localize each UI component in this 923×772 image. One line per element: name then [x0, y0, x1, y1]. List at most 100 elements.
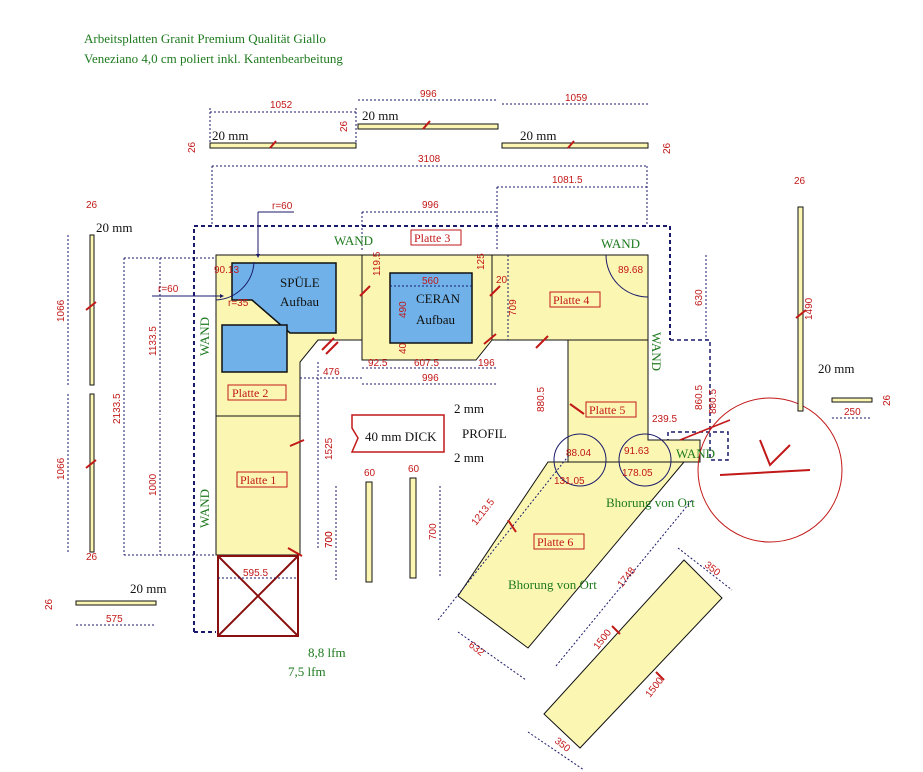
angle-91-63: 91.63 — [624, 446, 649, 457]
dim-607-5: 607.5 — [414, 358, 439, 369]
wall-top-right: WAND — [601, 236, 640, 251]
room-outline — [193, 225, 671, 632]
radius-35: r=35 — [228, 298, 249, 309]
header-line-1: Arbeitsplatten Granit Premium Qualität G… — [84, 31, 326, 46]
dim-1525: 1525 — [324, 437, 335, 460]
strip-bottom: 20 mm 575 26 — [44, 581, 166, 626]
strip-mid-2-top: 60 — [408, 464, 420, 475]
dim-490: 490 — [398, 301, 409, 318]
angle-88-04: 88.04 — [566, 448, 591, 459]
lfm-1: 8,8 lfm — [308, 645, 346, 660]
strip-right-top: 26 — [794, 176, 806, 187]
strip-mid-2: 60 700 — [408, 464, 441, 579]
strip-top-3-height: 26 — [662, 142, 673, 154]
strip-small-len: 250 — [844, 407, 861, 418]
profile-top: 2 mm — [454, 401, 484, 416]
plate-1-label: Platte 1 — [240, 473, 276, 487]
strip-top-1-length: 1052 — [270, 100, 293, 111]
strip-top-2: 996 20 mm 26 — [339, 89, 499, 132]
dim-1213-5: 1213.5 — [470, 497, 498, 528]
strip-top-2-length: 996 — [420, 89, 437, 100]
strip-top-2-label: 20 mm — [362, 108, 398, 123]
dim-996-top: 996 — [422, 200, 439, 211]
radius-60-a: r=60 — [272, 201, 293, 212]
angle-89-68: 89.68 — [618, 265, 643, 276]
wall-right-lower: WAND — [676, 446, 715, 461]
round-table-outline — [697, 397, 843, 543]
sink-cutout: SPÜLE Aufbau — [221, 262, 337, 373]
dim-996-bottom: 996 — [422, 373, 439, 384]
drilling-note-2: Bhorung von Ort — [508, 577, 597, 592]
dim-119-5: 119.5 — [372, 251, 383, 276]
sink-label-1: SPÜLE — [280, 275, 320, 290]
radius-60-b: r=60 — [158, 284, 179, 295]
thickness-label: 40 mm DICK — [365, 429, 437, 444]
sink-label-2: Aufbau — [280, 294, 319, 309]
hob-label-2: Aufbau — [416, 312, 455, 327]
hob-label-1: CERAN — [416, 291, 461, 306]
strip-top-3: 1059 20 mm 26 — [501, 93, 673, 154]
strip-small: 250 26 — [831, 394, 893, 419]
strip-left-vertical: 20 mm 26 26 1066 1066 — [56, 200, 132, 563]
strip-top-3-length: 1059 — [565, 93, 588, 104]
plate-7-shape — [543, 559, 723, 749]
dim-700-left: 700 — [324, 531, 335, 548]
dim-196: 196 — [478, 358, 495, 369]
wall-left-lower: WAND — [197, 489, 212, 528]
plate-3-label: Platte 3 — [414, 231, 450, 245]
dim-595-5: 595.5 — [243, 568, 268, 579]
dim-350-a: 350 — [702, 560, 722, 579]
strip-top-1-height: 26 — [187, 141, 198, 153]
dim-632: 632 — [466, 640, 486, 659]
dim-1081-5: 1081.5 — [552, 175, 583, 186]
joint-marks — [287, 285, 665, 681]
dim-2133-5: 2133.5 — [112, 393, 123, 424]
strip-mid-1: 60 700 — [324, 468, 376, 583]
strip-bottom-label: 20 mm — [130, 581, 166, 596]
strip-left-bottom: 26 — [86, 552, 98, 563]
strip-left-a: 1066 — [56, 299, 67, 322]
dim-92-5: 92.5 — [368, 358, 388, 369]
lfm-2: 7,5 lfm — [288, 664, 326, 679]
strip-small-h: 26 — [882, 394, 893, 406]
strip-bottom-len: 575 — [106, 614, 123, 625]
dim-560: 560 — [422, 276, 439, 287]
plate-6-label: Platte 6 — [537, 535, 573, 549]
dim-476: 476 — [323, 367, 340, 378]
dim-709: 709 — [508, 299, 519, 316]
strip-top-1: 1052 20 mm 26 — [187, 100, 357, 153]
strip-right-vertical: 26 1490 20 mm — [794, 176, 854, 412]
dim-20: 20 — [496, 275, 508, 286]
strip-mid-1-top: 60 — [364, 468, 376, 479]
dim-40: 40 — [398, 342, 409, 354]
dim-3108: 3108 — [418, 154, 441, 165]
strip-top-1-label: 20 mm — [212, 128, 248, 143]
plate-6-shape — [457, 461, 686, 649]
plate-5-label: Platte 5 — [589, 403, 625, 417]
angle-131-05: 131.05 — [554, 476, 585, 487]
strip-mid-1-len: 700 — [324, 531, 335, 548]
dim-1133-5: 1133.5 — [148, 326, 159, 356]
angle-178-05: 178.05 — [622, 468, 653, 479]
dim-880-5-left: 880.5 — [536, 387, 547, 412]
header-line-2: Veneziano 4,0 cm poliert inkl. Kantenbea… — [84, 51, 343, 66]
dim-860-5: 860.5 — [694, 385, 705, 410]
profile-note: 40 mm DICK 2 mm PROFIL 2 mm — [350, 401, 507, 465]
wall-top-left: WAND — [334, 233, 373, 248]
dim-880-5-right: 880.5 — [708, 389, 719, 414]
strip-mid-2-len: 700 — [428, 523, 439, 540]
wall-left-upper: WAND — [197, 317, 212, 356]
cabinet-box — [217, 555, 299, 637]
angle-90-13: 90.13 — [214, 265, 239, 276]
strip-left-top: 26 — [86, 200, 98, 211]
strip-right-label: 20 mm — [818, 361, 854, 376]
profile-label: PROFIL — [462, 426, 507, 441]
strip-left-b: 1066 — [56, 457, 67, 480]
plate-4-label: Platte 4 — [553, 293, 589, 307]
drilling-note-1: Bhorung von Ort — [606, 495, 695, 510]
profile-bottom: 2 mm — [454, 450, 484, 465]
hob-cutout: CERAN Aufbau — [389, 272, 473, 344]
room-outline-right — [667, 339, 729, 461]
plate-2-label: Platte 2 — [232, 386, 268, 400]
